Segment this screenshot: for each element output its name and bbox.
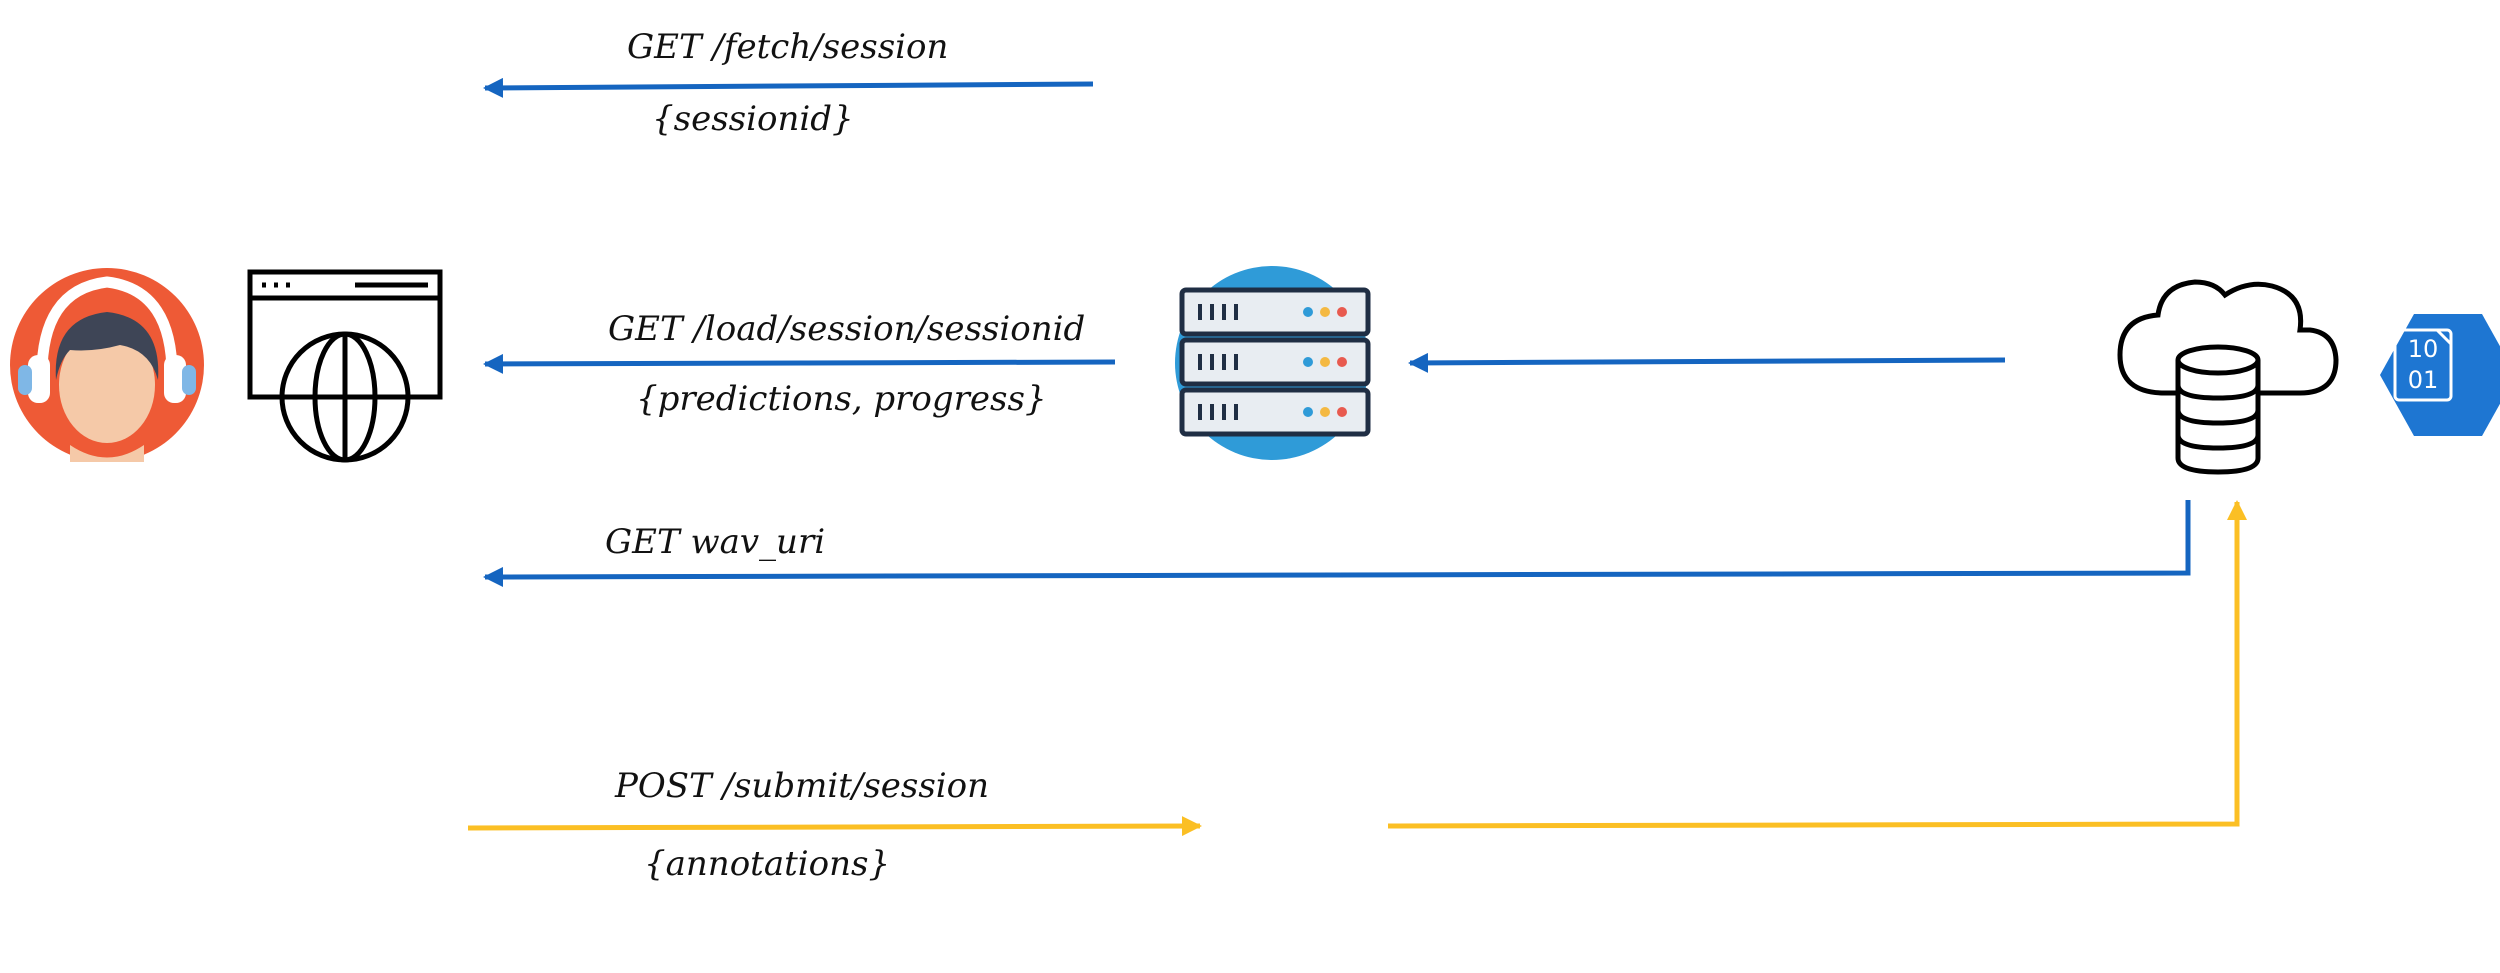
wav-arrow (483, 500, 2191, 587)
blob-storage-icon: 10 01 (2380, 314, 2500, 436)
submit-arrow (467, 816, 1202, 837)
cloud-database-icon (2117, 279, 2339, 475)
load-label: GET /load/session/sessionid (608, 309, 1085, 349)
blob-text-line1: 10 (2408, 335, 2439, 363)
wav-label: GET wav_uri (605, 522, 825, 562)
submit-to-storage-arrow (1387, 500, 2247, 829)
blob-text-line2: 01 (2408, 366, 2439, 394)
fetch-arrow (483, 77, 1094, 98)
submit-label: POST /submit/session (614, 766, 989, 806)
fetch-label: GET /fetch/session (627, 27, 948, 67)
load-payload: {predictions, progress} (636, 379, 1047, 419)
storage-to-server-arrow (1408, 352, 2006, 373)
submit-payload: {annotations} (644, 844, 890, 884)
user-headphones-icon (10, 268, 204, 462)
fetch-payload: {sessionid} (652, 99, 854, 139)
load-arrow (483, 353, 1116, 374)
browser-globe-icon (247, 269, 443, 463)
server-rack-icon (1175, 266, 1371, 460)
